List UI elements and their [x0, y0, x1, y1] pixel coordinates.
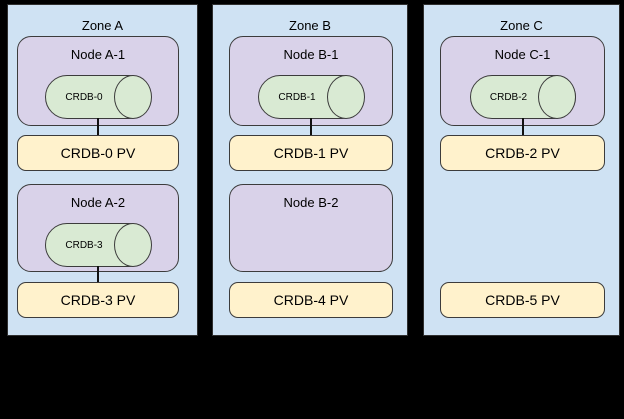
- node-c-1-label: Node C-1: [494, 47, 551, 62]
- pv-crdb-2: CRDB-2 PV: [440, 135, 605, 171]
- pv-crdb-1: CRDB-1 PV: [229, 135, 393, 171]
- pod-cylinder-crdb-3: CRDB-3: [45, 222, 152, 267]
- zone-c-label: Zone C: [500, 18, 543, 33]
- connector-crdb-3-to-pv: [97, 266, 99, 282]
- node-a-1: Node A-1 CRDB-0: [17, 36, 179, 126]
- zone-a-label: Zone A: [81, 18, 124, 33]
- zone-b-label: Zone B: [289, 18, 331, 33]
- pv-crdb-4: CRDB-4 PV: [229, 282, 393, 318]
- node-b-1-label: Node B-1: [283, 47, 339, 62]
- pv-crdb-5: CRDB-5 PV: [440, 282, 605, 318]
- zone-a: Zone A Node A-1 CRDB-0 CRDB-0 PV Node A-…: [7, 4, 198, 336]
- node-b-1: Node B-1 CRDB-1: [229, 36, 393, 126]
- pv-crdb-1-label: CRDB-1 PV: [273, 145, 349, 161]
- connector-crdb-0-to-pv: [97, 118, 99, 135]
- node-b-2-label: Node B-2: [283, 195, 339, 210]
- pod-crdb-3-label: CRDB-3: [65, 239, 103, 251]
- pod-crdb-1-label: CRDB-1: [278, 91, 316, 103]
- zone-c: Zone C Node C-1 CRDB-2 CRDB-2 PV CRDB-5 …: [423, 4, 620, 336]
- connector-crdb-2-to-pv: [522, 118, 524, 135]
- pv-crdb-5-label: CRDB-5 PV: [485, 292, 560, 308]
- pod-crdb-0-label: CRDB-0: [65, 91, 103, 103]
- pv-crdb-4-label: CRDB-4 PV: [273, 292, 349, 308]
- pod-cylinder-crdb-1: CRDB-1: [258, 74, 365, 119]
- node-c-1: Node C-1 CRDB-2: [440, 36, 605, 126]
- node-a-2: Node A-2 CRDB-3: [17, 184, 179, 272]
- zone-b: Zone B Node B-1 CRDB-1 CRDB-1 PV Node B-…: [212, 4, 408, 336]
- pv-crdb-3-label: CRDB-3 PV: [60, 292, 136, 308]
- pv-crdb-0: CRDB-0 PV: [17, 135, 179, 171]
- pv-crdb-0-label: CRDB-0 PV: [60, 145, 136, 161]
- pod-crdb-2-label: CRDB-2: [489, 91, 528, 103]
- connector-crdb-1-to-pv: [310, 118, 312, 135]
- node-b-2: Node B-2: [229, 184, 393, 272]
- pv-crdb-3: CRDB-3 PV: [17, 282, 179, 318]
- node-a-2-label: Node A-2: [70, 195, 126, 210]
- node-a-1-label: Node A-1: [70, 47, 126, 62]
- pod-cylinder-crdb-0: CRDB-0: [45, 74, 152, 119]
- pod-cylinder-crdb-2: CRDB-2: [469, 74, 576, 119]
- pv-crdb-2-label: CRDB-2 PV: [485, 145, 560, 161]
